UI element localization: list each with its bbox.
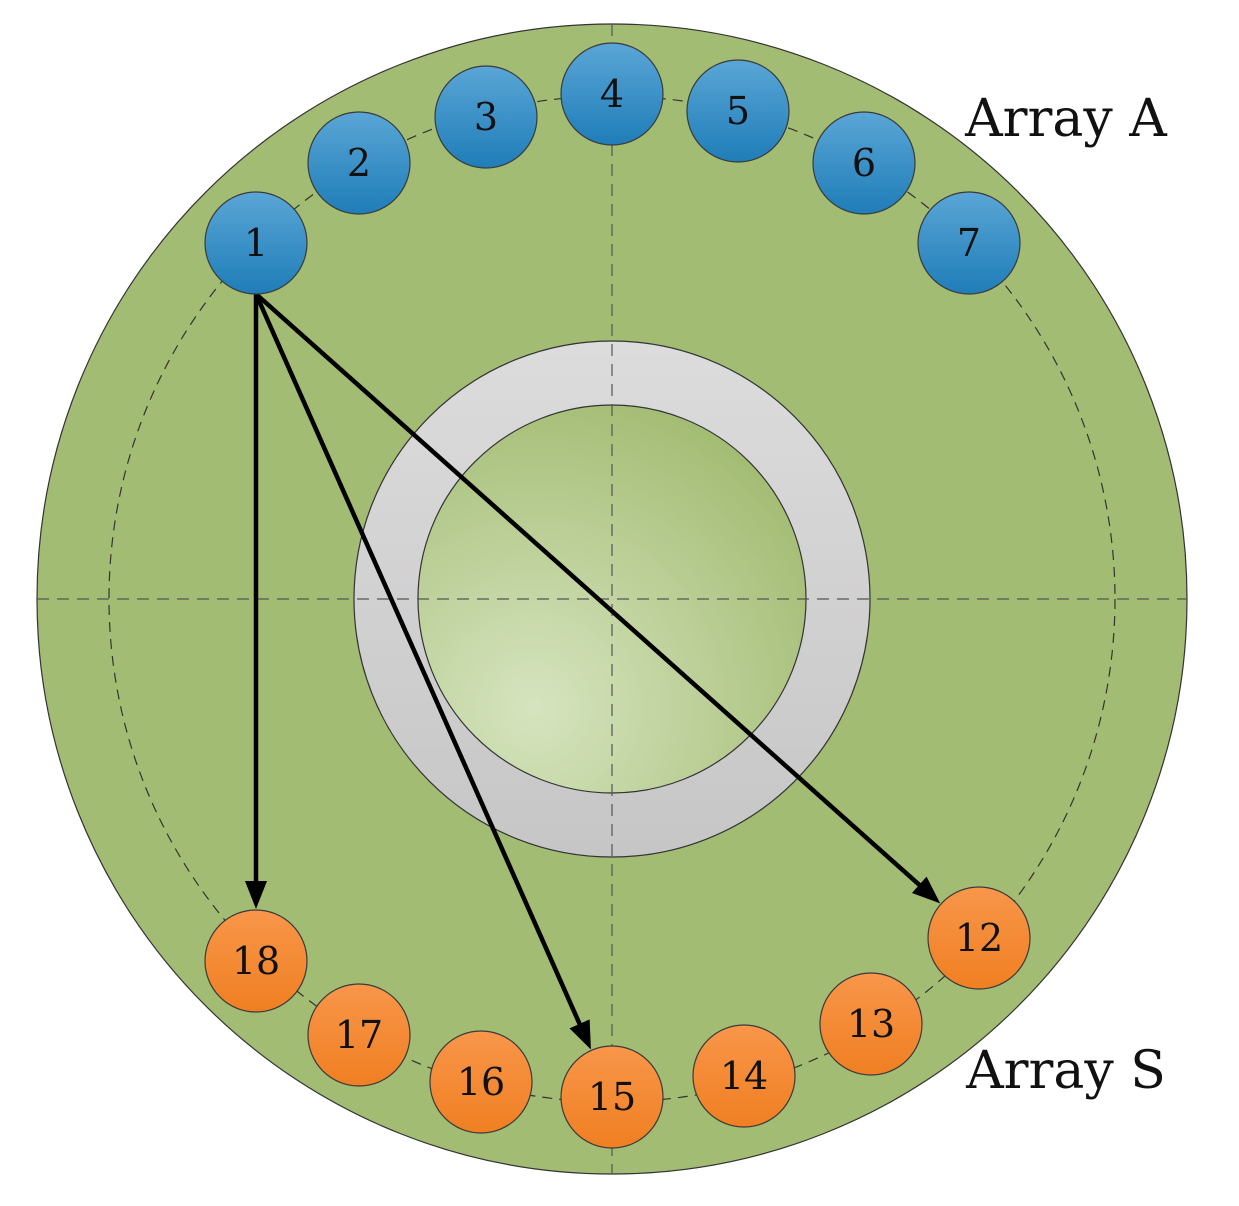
arrowhead-12: [911, 876, 941, 904]
array-s-node-18: [204, 909, 308, 1013]
array-s-node-15: [560, 1045, 664, 1149]
array-s-node-label: 12: [955, 916, 1003, 960]
array-s-node-16: [429, 1030, 533, 1134]
array-a-node-1: [204, 191, 308, 295]
array-a-node-7: [917, 191, 1021, 295]
arrow-1-to-15: [253, 293, 585, 1031]
arrow-1-to-12: [254, 292, 926, 891]
array-s-node-label: 16: [457, 1060, 505, 1104]
array-a-node-label: 7: [957, 221, 981, 265]
array-a-node-label: 5: [726, 89, 750, 133]
array-a-node-label: 2: [347, 141, 371, 185]
array-s-label: Array S: [965, 1041, 1166, 1101]
arrowhead-15: [569, 1019, 591, 1050]
array-a-node-label: 4: [600, 72, 624, 116]
array-a-node-label: 6: [852, 141, 876, 185]
array-s-node-14: [692, 1024, 796, 1128]
array-a-node-4: [560, 42, 664, 146]
array-s-node-17: [307, 983, 411, 1087]
array-a-nodes: 1 2 3 4 5 6 7: [204, 42, 1021, 295]
array-a-node-label: 3: [474, 95, 498, 139]
array-a-node-5: [686, 59, 790, 163]
array-s-node-label: 18: [232, 939, 280, 983]
array-a-node-6: [812, 111, 916, 215]
array-s-node-12: [927, 886, 1031, 990]
array-a-node-label: 1: [244, 221, 268, 265]
array-s-node-label: 14: [720, 1054, 768, 1098]
arrows: [245, 292, 941, 1050]
array-s-node-label: 15: [588, 1075, 636, 1119]
arrowhead-18: [245, 881, 267, 909]
array-a-label: Array A: [964, 89, 1168, 149]
array-s-node-label: 17: [335, 1013, 383, 1057]
array-a-node-2: [307, 111, 411, 215]
array-a-node-3: [434, 65, 538, 169]
array-s-node-13: [819, 972, 923, 1076]
array-s-nodes: 12 13 14 15 16 17 18: [204, 886, 1031, 1149]
array-s-node-label: 13: [847, 1002, 895, 1046]
